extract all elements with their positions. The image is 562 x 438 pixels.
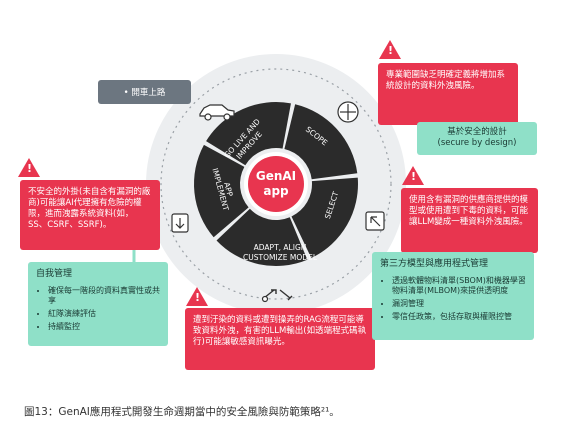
segment-label-adapt-1: ADAPT, ALIGN — [254, 243, 307, 252]
segment-scope — [284, 104, 358, 180]
segment-adapt — [216, 208, 308, 266]
third-party-item: 透過軟體物料清單(SBOM)和機器學習物料清單(MLBOM)來提供透明度 — [392, 276, 526, 296]
segment-select — [291, 177, 358, 259]
mitigation-third-party: 第三方模型與應用程式管理 透過軟體物料清單(SBOM)和機器學習物料清單(MLB… — [372, 252, 534, 340]
self-manage-item: 持續監控 — [48, 322, 160, 332]
warning-icon-right: ! — [402, 166, 424, 185]
orbit-ring — [160, 68, 392, 300]
self-manage-title: 自我管理 — [36, 269, 73, 279]
self-manage-item: 紅隊演練評估 — [48, 309, 160, 319]
center-circle — [248, 156, 304, 212]
self-manage-item: 確保每一階段的資料真實性或共享 — [48, 286, 160, 306]
warning-icon-bottom: ! — [186, 287, 208, 306]
mitigation-secure-design: 基於安全的設計 (secure by design) — [417, 122, 537, 155]
warning-icon-top-right: ! — [379, 40, 401, 59]
secure-design-line1: 基於安全的設計 — [447, 127, 507, 137]
go-live-pill: • 開車上路 — [98, 80, 191, 104]
tools-icon — [261, 289, 293, 303]
risk-box-select: 使用含有漏洞的供應商提供的模型或使用遭到下毒的資料，可能讓LLM變成一種資料外洩… — [401, 188, 538, 253]
lifecycle-ring — [193, 102, 358, 266]
third-party-title: 第三方模型與應用程式管理 — [380, 259, 489, 269]
risk-box-implement: 不安全的外掛(未自含有漏洞的廠商)可能讓AI代理擁有危險的權限，進而洩露系統資料… — [20, 180, 160, 250]
car-icon — [199, 104, 235, 121]
warning-icon-left: ! — [18, 158, 40, 177]
segment-label-implement-2: APP — [222, 181, 234, 197]
segment-implement — [193, 144, 249, 238]
center-line2: app — [263, 184, 289, 198]
center-line1: GenAI — [256, 169, 296, 183]
select-cursor-icon — [365, 211, 385, 231]
target-plus-icon — [337, 101, 359, 123]
mitigation-self-manage: 自我管理 確保每一階段的資料真實性或共享 紅隊演練評估 持續監控 — [28, 262, 168, 346]
third-party-item: 零信任政策，包括存取與權限控管 — [392, 312, 526, 322]
segment-label-adapt-2: CUSTOMIZE MODEL — [243, 253, 318, 262]
risk-box-adapt: 遭到汙染的資料或遭到操弄的RAG流程可能導致資料外洩，有害的LLM輸出(如透端程… — [185, 308, 375, 370]
third-party-item: 漏洞管理 — [392, 299, 526, 309]
download-arrow-icon — [171, 213, 189, 233]
segment-golive — [206, 102, 291, 166]
figure-caption: 圖13：GenAI應用程式開發生命週期當中的安全風險與防範策略²¹。 — [24, 406, 340, 418]
risk-box-scope: 專業範圍缺乏明確定義將增加系統設計的資料外洩風險。 — [378, 63, 518, 125]
secure-design-line2: (secure by design) — [437, 138, 517, 148]
